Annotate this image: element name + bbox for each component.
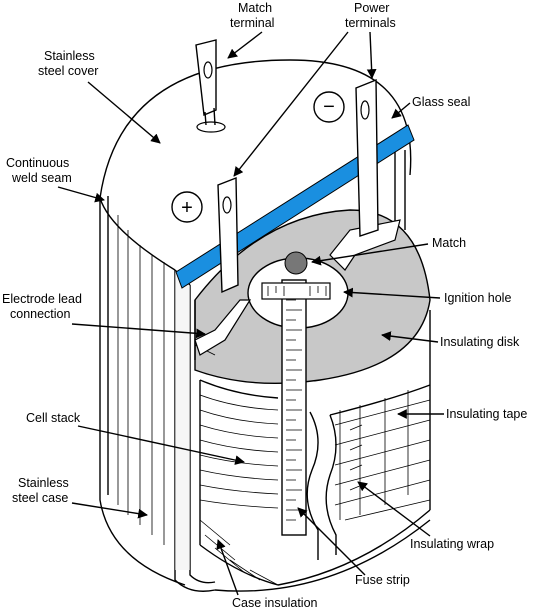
leader-arrows bbox=[57, 31, 444, 596]
arrow-fuse-strip bbox=[297, 507, 366, 576]
electrode-leads bbox=[194, 219, 401, 356]
svg-text:terminals: terminals bbox=[345, 16, 396, 30]
label-stainless-steel-cover: Stainless steel cover bbox=[38, 49, 98, 78]
arrow-insulating-disk bbox=[381, 331, 439, 343]
svg-text:Match: Match bbox=[238, 1, 272, 15]
positive-terminal bbox=[217, 176, 239, 294]
arrow-cell-stack bbox=[77, 425, 245, 465]
label-fuse-strip: Fuse strip bbox=[355, 573, 410, 587]
negative-terminal bbox=[355, 78, 379, 237]
label-ignition-hole: Ignition hole bbox=[444, 291, 511, 305]
positive-symbol: + bbox=[171, 191, 203, 223]
svg-text:connection: connection bbox=[10, 307, 71, 321]
label-continuous-weld-seam: Continuous weld seam bbox=[6, 156, 72, 185]
arrow-match-terminal bbox=[227, 31, 263, 59]
svg-text:Stainless: Stainless bbox=[18, 476, 69, 490]
arrow-power-terminal-pos bbox=[233, 31, 349, 177]
svg-text:Continuous: Continuous bbox=[6, 156, 69, 170]
label-match: Match bbox=[432, 236, 466, 250]
label-insulating-tape: Insulating tape bbox=[446, 407, 527, 421]
svg-text:Stainless: Stainless bbox=[44, 49, 95, 63]
arrow-ignition-hole bbox=[343, 287, 441, 299]
svg-text:Electrode lead: Electrode lead bbox=[2, 292, 82, 306]
arrow-stainless-steel-case bbox=[71, 502, 148, 519]
arrow-match bbox=[311, 243, 429, 266]
arrow-stainless-steel-cover bbox=[87, 81, 161, 144]
svg-text:weld seam: weld seam bbox=[11, 171, 72, 185]
label-power-terminals: Power terminals bbox=[345, 1, 396, 30]
battery-body bbox=[99, 59, 431, 592]
arrow-electrode-lead bbox=[71, 323, 206, 339]
label-stainless-steel-case: Stainless steel case bbox=[12, 476, 69, 505]
label-glass-seal: Glass seal bbox=[412, 95, 470, 109]
svg-text:steel case: steel case bbox=[12, 491, 68, 505]
negative-symbol: − bbox=[313, 91, 345, 123]
label-cell-stack: Cell stack bbox=[26, 411, 81, 425]
svg-text:steel cover: steel cover bbox=[38, 64, 98, 78]
match-terminal bbox=[195, 39, 226, 133]
arrow-power-terminal-neg bbox=[366, 31, 377, 79]
svg-text:terminal: terminal bbox=[230, 16, 274, 30]
svg-text:−: − bbox=[323, 96, 335, 118]
label-electrode-lead-connection: Electrode lead connection bbox=[2, 292, 82, 321]
svg-text:+: + bbox=[181, 197, 193, 219]
label-case-insulation: Case insulation bbox=[232, 596, 318, 610]
fuse-strip bbox=[261, 251, 331, 536]
arrow-glass-seal bbox=[391, 102, 411, 119]
label-match-terminal: Match terminal bbox=[230, 1, 274, 30]
arrow-case-insulation bbox=[216, 539, 239, 596]
label-insulating-disk: Insulating disk bbox=[440, 335, 520, 349]
svg-text:Power: Power bbox=[354, 1, 389, 15]
label-insulating-wrap: Insulating wrap bbox=[410, 537, 494, 551]
arrow-insulating-wrap bbox=[357, 481, 431, 537]
arrow-weld-seam bbox=[57, 186, 105, 203]
